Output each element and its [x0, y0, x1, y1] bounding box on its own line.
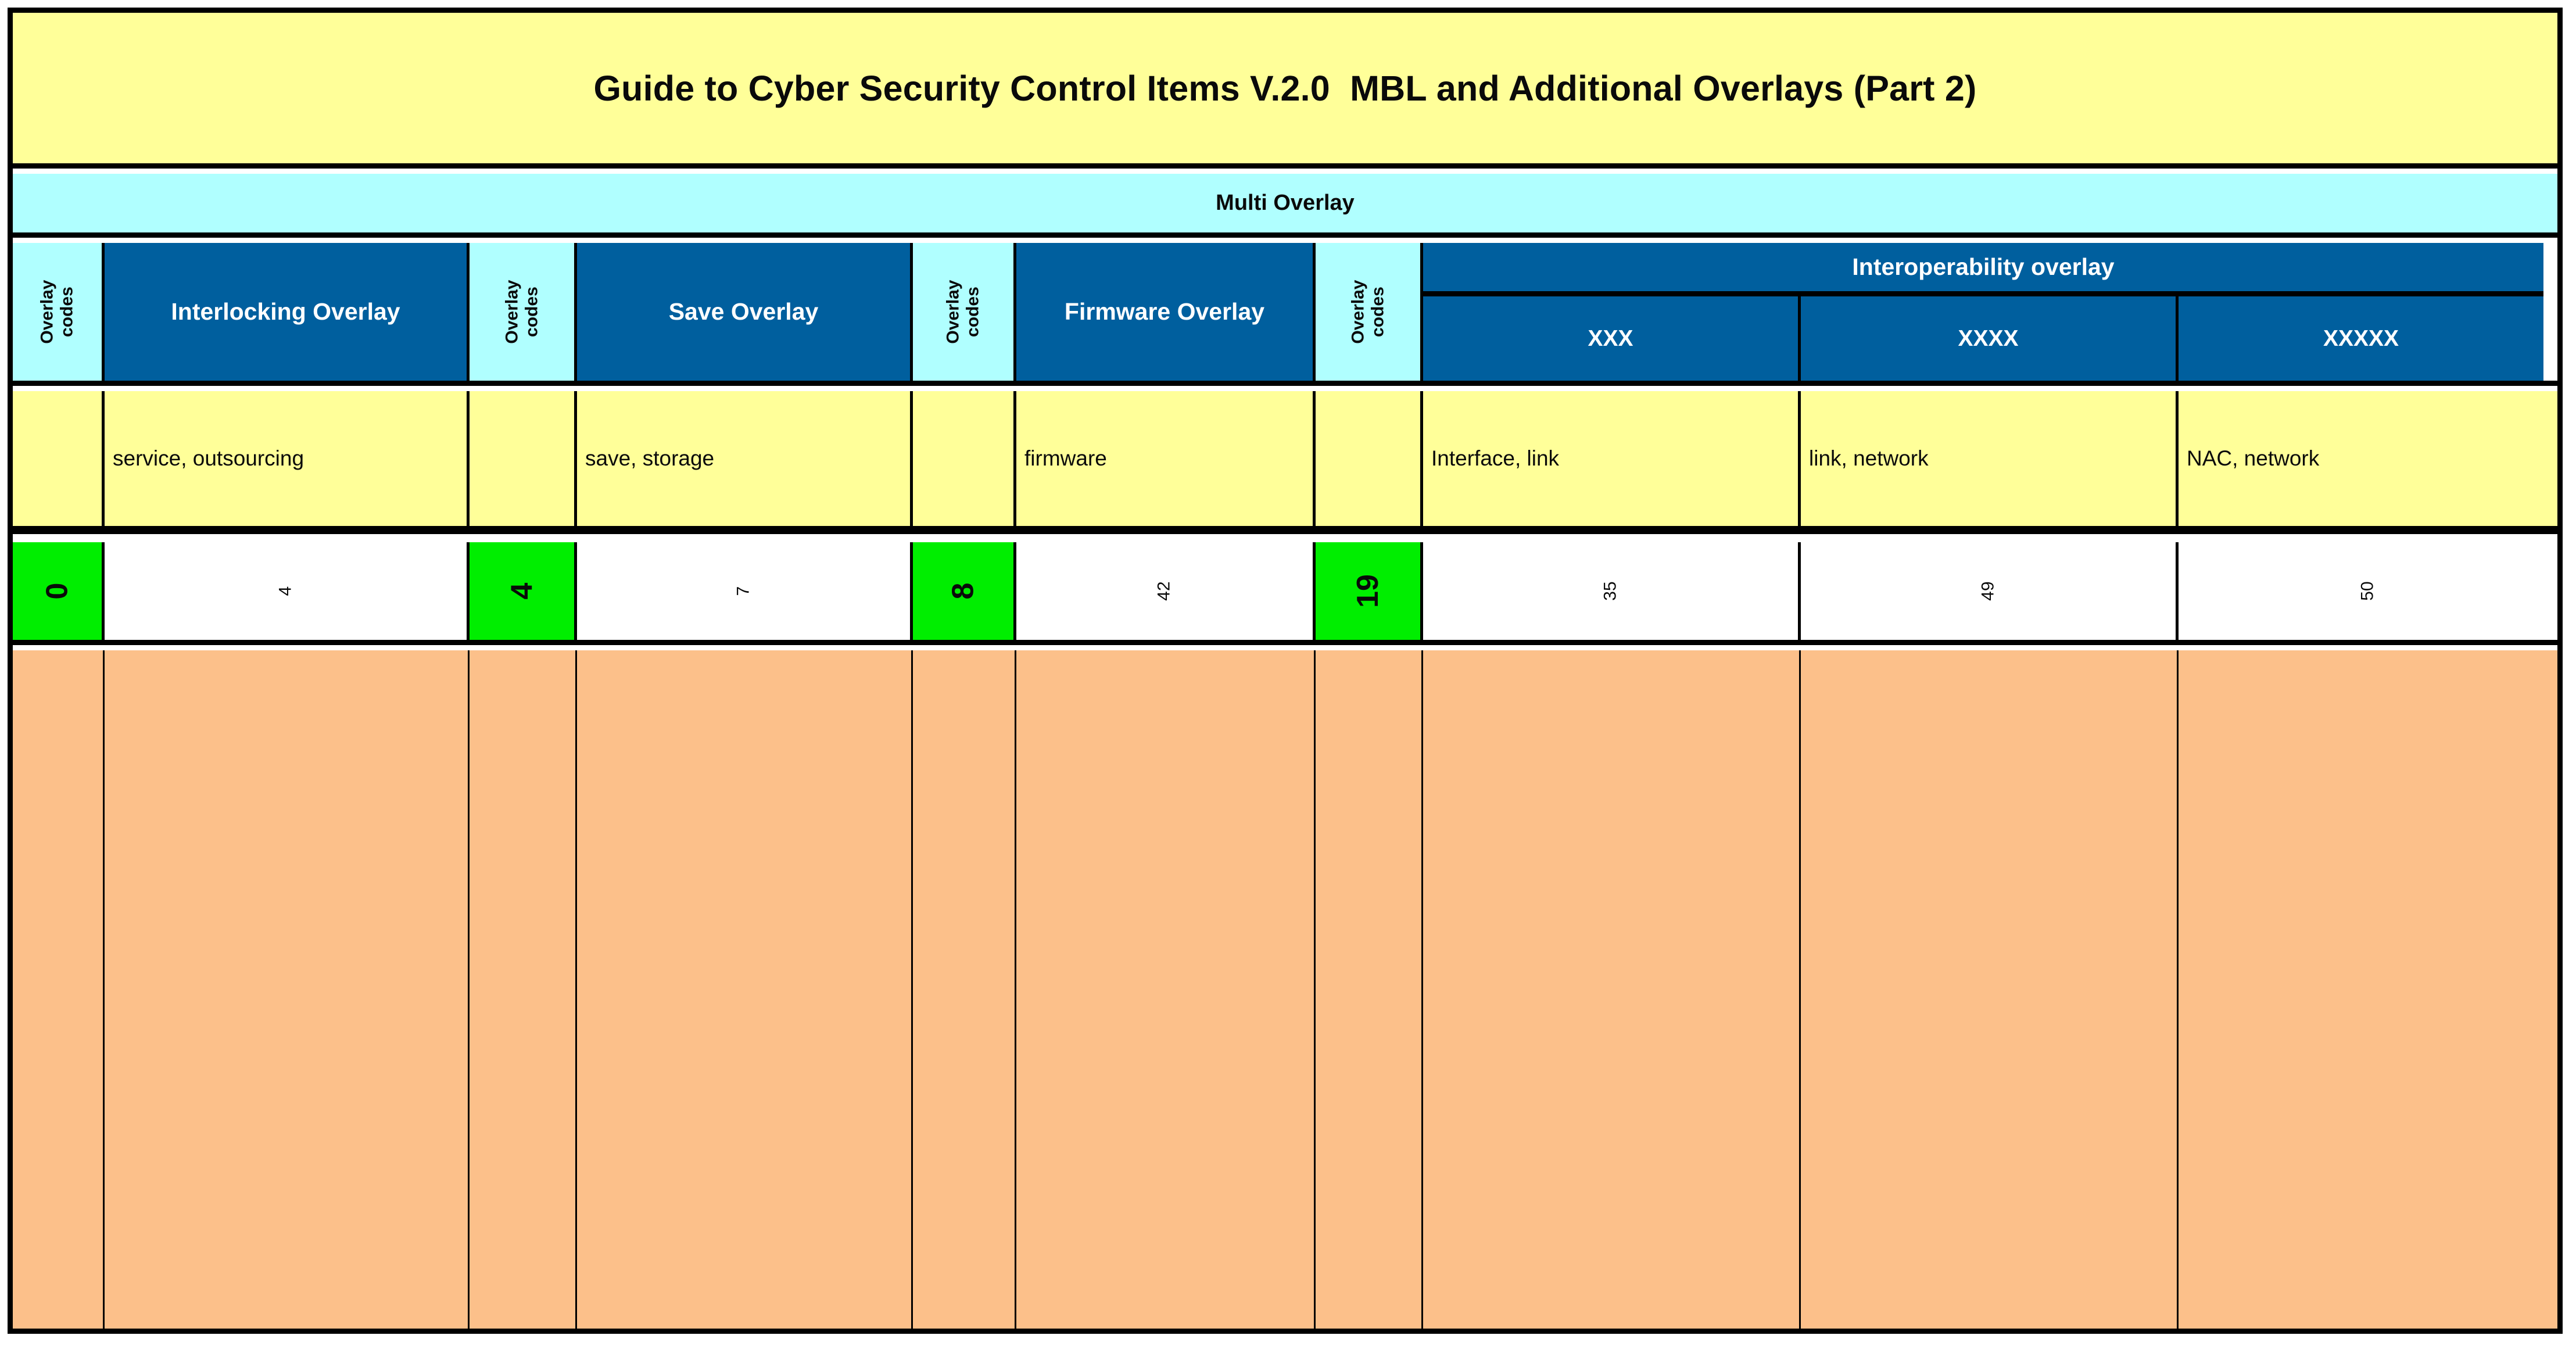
page-title: Guide to Cyber Security Control Items V.… — [593, 68, 1977, 108]
count-firmware: 42 — [1016, 542, 1316, 640]
keyword-row: service, outsourcing save, storage firmw… — [13, 391, 2557, 534]
overlay-codes-label: Overlay codes — [38, 280, 77, 343]
count-value-text: 4 — [275, 586, 295, 596]
overlay-codes-label: Overlay codes — [502, 280, 541, 343]
body-cell-overlay-codes-1 — [13, 650, 105, 1329]
keyword-interop-xxxx: link, network — [1801, 391, 2179, 526]
overlay-codes-line2: codes — [963, 287, 983, 337]
count-interop-xxxx: 49 — [1801, 542, 2179, 640]
keyword-text: Interface, link — [1431, 446, 1560, 470]
table-body-empty — [13, 650, 2557, 1329]
keyword-interlocking: service, outsourcing — [105, 391, 470, 526]
code-value-2: 4 — [470, 542, 577, 640]
header-firmware-overlay: Firmware Overlay — [1016, 243, 1316, 381]
keyword-overlay-codes-2 — [470, 391, 577, 526]
keyword-firmware: firmware — [1016, 391, 1316, 526]
header-firmware-overlay-label: Firmware Overlay — [1064, 298, 1265, 325]
header-overlay-codes-1: Overlay codes — [13, 243, 105, 381]
body-cell-firmware — [1016, 650, 1316, 1329]
code-value-4: 19 — [1316, 542, 1423, 640]
header-overlay-codes-2: Overlay codes — [470, 243, 577, 381]
overlay-codes-line1: Overlay — [37, 280, 57, 344]
body-cell-overlay-codes-2 — [470, 650, 577, 1329]
multi-overlay-band: Multi Overlay — [13, 174, 2557, 238]
keyword-interop-xxx: Interface, link — [1423, 391, 1801, 526]
body-cell-interop-xxxx — [1801, 650, 2179, 1329]
keyword-overlay-codes-3 — [913, 391, 1016, 526]
overlay-codes-label: Overlay codes — [1348, 280, 1387, 343]
code-value-1: 0 — [13, 542, 105, 640]
header-interoperability-overlay-label: Interoperability overlay — [1423, 243, 2543, 296]
code-value-text: 19 — [1351, 574, 1385, 608]
count-interlocking: 4 — [105, 542, 470, 640]
body-cell-overlay-codes-3 — [913, 650, 1016, 1329]
table-header-row: Overlay codes Interlocking Overlay Overl… — [13, 243, 2557, 386]
code-value-text: 8 — [946, 582, 980, 600]
count-save: 7 — [577, 542, 913, 640]
count-value-text: 35 — [1600, 581, 1620, 601]
count-value-text: 49 — [1978, 581, 1998, 601]
count-interop-xxx: 35 — [1423, 542, 1801, 640]
overlay-codes-line2: codes — [522, 287, 541, 337]
header-interlocking-overlay: Interlocking Overlay — [105, 243, 470, 381]
keyword-text: service, outsourcing — [113, 446, 304, 470]
header-interlocking-overlay-label: Interlocking Overlay — [171, 298, 400, 325]
keyword-text: link, network — [1809, 446, 1929, 470]
header-overlay-codes-3: Overlay codes — [913, 243, 1016, 381]
overlay-table: Guide to Cyber Security Control Items V.… — [8, 8, 2563, 1334]
count-value-text: 42 — [1155, 581, 1174, 601]
keyword-text: firmware — [1024, 446, 1107, 470]
page-title-row: Guide to Cyber Security Control Items V.… — [13, 13, 2557, 169]
header-interop-xxxx: XXXX — [1801, 296, 2179, 381]
overlay-codes-line1: Overlay — [1348, 280, 1368, 344]
overlay-codes-line2: codes — [1368, 287, 1387, 337]
body-cell-interop-xxx — [1423, 650, 1801, 1329]
header-interoperability-overlay: Interoperability overlay XXX XXXX XXXXX — [1423, 243, 2543, 381]
header-interop-xxx: XXX — [1423, 296, 1801, 381]
count-interop-xxxxx: 50 — [2179, 542, 2557, 640]
body-cell-save — [577, 650, 913, 1329]
keyword-text: save, storage — [585, 446, 715, 470]
keyword-save: save, storage — [577, 391, 913, 526]
overlay-codes-line2: codes — [57, 287, 77, 337]
keyword-overlay-codes-1 — [13, 391, 105, 526]
header-overlay-codes-4: Overlay codes — [1316, 243, 1423, 381]
overlay-codes-line1: Overlay — [502, 280, 522, 344]
overlay-codes-label: Overlay codes — [944, 280, 983, 343]
keyword-text: NAC, network — [2187, 446, 2320, 470]
interoperability-sub-headers: XXX XXXX XXXXX — [1423, 296, 2543, 381]
code-value-text: 0 — [40, 582, 74, 600]
code-value-text: 4 — [504, 582, 539, 600]
count-row: 0 4 4 7 8 42 19 35 49 50 — [13, 542, 2557, 645]
count-value-text: 7 — [733, 586, 753, 596]
body-cell-overlay-codes-4 — [1316, 650, 1423, 1329]
body-cell-interop-xxxxx — [2179, 650, 2557, 1329]
keyword-overlay-codes-4 — [1316, 391, 1423, 526]
code-value-3: 8 — [913, 542, 1016, 640]
header-save-overlay: Save Overlay — [577, 243, 913, 381]
count-value-text: 50 — [2358, 581, 2377, 601]
overlay-codes-line1: Overlay — [943, 280, 963, 344]
multi-overlay-label: Multi Overlay — [1216, 191, 1355, 215]
keyword-interop-xxxxx: NAC, network — [2179, 391, 2557, 526]
body-cell-interlocking — [105, 650, 470, 1329]
header-interop-xxxxx: XXXXX — [2179, 296, 2543, 381]
header-save-overlay-label: Save Overlay — [668, 298, 819, 325]
